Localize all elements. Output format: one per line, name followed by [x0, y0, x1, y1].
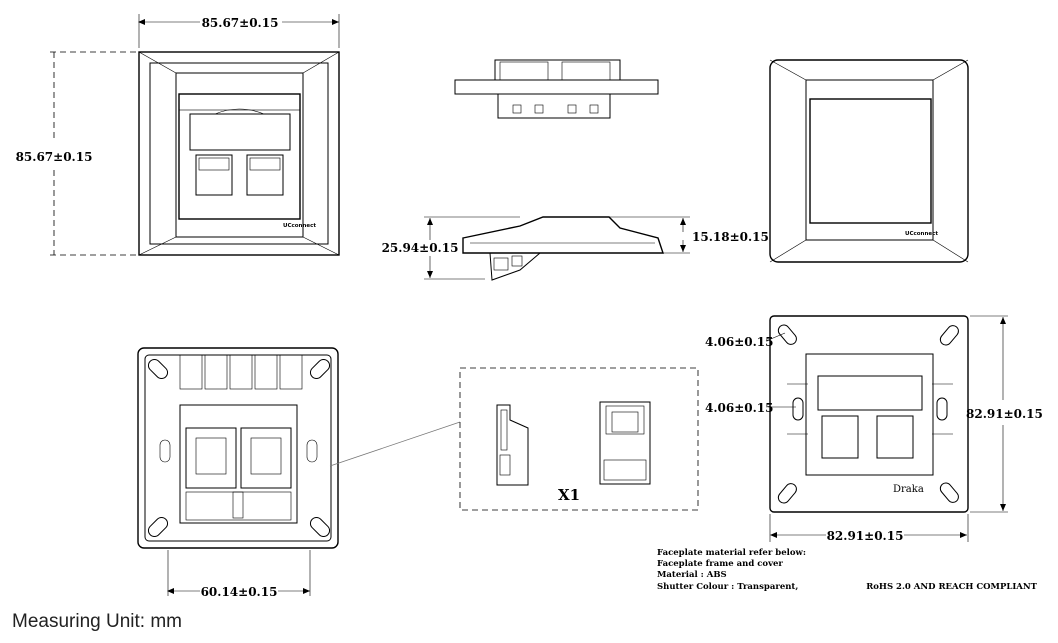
back-view: 60.14±0.15: [137, 347, 461, 599]
front-width-dimension: 85.67±0.15: [202, 16, 279, 30]
detail-callout-label: X1: [558, 486, 580, 504]
side-view: 25.94±0.15 15.18±0.15: [382, 216, 769, 281]
rear-hole-offset-top-dimension: 4.06±0.15: [705, 335, 774, 349]
measuring-unit-label: Measuring Unit: mm: [12, 611, 182, 632]
cover-logo: UCconnect: [905, 231, 938, 237]
detail-x1: X1: [459, 367, 699, 511]
note-line-1: Faceplate material refer below:: [657, 548, 806, 558]
note-line-3: Material : ABS: [657, 570, 727, 580]
rear-height-dimension: 82.91±0.15: [966, 407, 1043, 421]
note-line-4: Shutter Colour : Transparent,: [657, 582, 798, 592]
material-notes: Faceplate material refer below: Faceplat…: [657, 548, 1038, 592]
top-view: [454, 59, 659, 119]
side-plate-depth-dimension: 15.18±0.15: [692, 230, 769, 244]
compliance-note: RoHS 2.0 AND REACH COMPLIANT: [866, 582, 1037, 592]
rear-hole-offset-side-dimension: 4.06±0.15: [705, 401, 774, 415]
back-span-dimension: 60.14±0.15: [201, 585, 278, 599]
front-view: 85.67±0.15 85.67±0.15 UCconnect: [16, 14, 340, 256]
rear-view: Draka 4.06±0.15 4.06±0.15 82.91±0.15 82.…: [705, 315, 1043, 543]
side-total-depth-dimension: 25.94±0.15: [382, 241, 459, 255]
front-logo: UCconnect: [283, 223, 316, 229]
cover-view: UCconnect: [769, 59, 969, 263]
rear-width-dimension: 82.91±0.15: [827, 529, 904, 543]
rear-brand: Draka: [893, 484, 924, 495]
front-height-dimension: 85.67±0.15: [16, 150, 93, 164]
note-line-2: Faceplate frame and cover: [657, 559, 783, 569]
